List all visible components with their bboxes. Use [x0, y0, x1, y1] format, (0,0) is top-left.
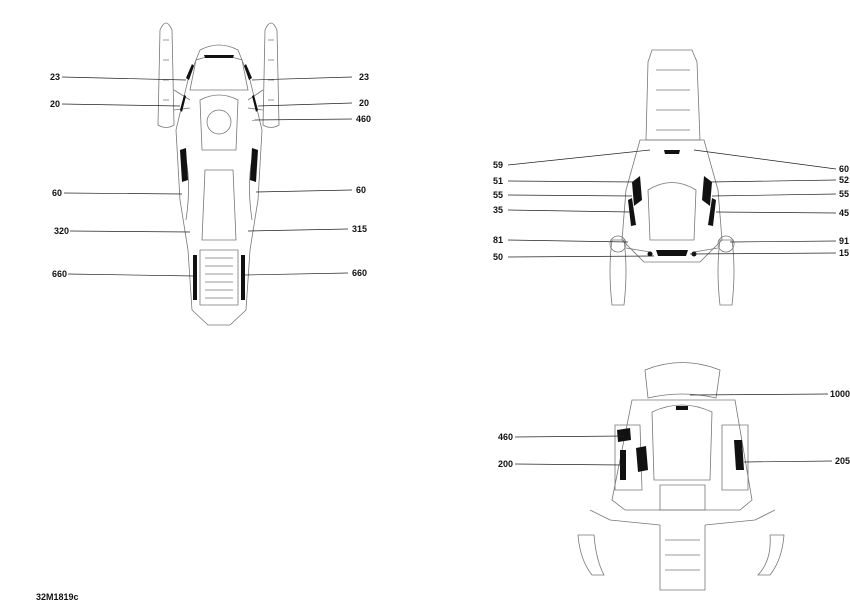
callout-label: 15 [839, 248, 849, 258]
callout-label: 52 [839, 175, 849, 185]
callout-label: 660 [352, 268, 367, 278]
top-view-leaders [61, 76, 353, 277]
front-view-drawing [609, 49, 735, 306]
rear-view-callouts: 460 200 1000 205 [498, 389, 850, 469]
callout-label: 660 [52, 269, 67, 279]
callout-label: 60 [839, 164, 849, 174]
callout-label: 460 [356, 114, 371, 124]
front-view-callouts: 59 51 55 35 81 50 60 52 55 45 91 15 [493, 160, 849, 262]
callout-label: 20 [50, 99, 60, 109]
callout-label: 55 [839, 189, 849, 199]
callout-label: 81 [493, 235, 503, 245]
callout-label: 60 [52, 188, 62, 198]
callout-label: 23 [50, 72, 60, 82]
top-view-callouts: 23 20 60 320 660 23 20 460 60 315 660 [50, 72, 371, 279]
callout-label: 205 [835, 456, 850, 466]
callout-label: 35 [493, 205, 503, 215]
callout-label: 59 [493, 160, 503, 170]
callout-label: 20 [359, 98, 369, 108]
callout-label: 51 [493, 176, 503, 186]
callout-label: 200 [498, 459, 513, 469]
callout-label: 1000 [830, 389, 850, 399]
callout-label: 91 [839, 236, 849, 246]
rear-view-drawing [577, 362, 785, 591]
rear-view-leaders [514, 393, 833, 466]
callout-label: 320 [54, 226, 69, 236]
callout-label: 60 [356, 185, 366, 195]
top-view-drawing [157, 22, 280, 326]
callout-label: 55 [493, 190, 503, 200]
callout-label: 460 [498, 432, 513, 442]
callout-label: 50 [493, 252, 503, 262]
callout-label: 45 [839, 208, 849, 218]
callout-label: 315 [352, 224, 367, 234]
figure-code: 32M1819c [36, 592, 79, 602]
front-view-leaders [507, 149, 837, 258]
callout-label: 23 [359, 72, 369, 82]
